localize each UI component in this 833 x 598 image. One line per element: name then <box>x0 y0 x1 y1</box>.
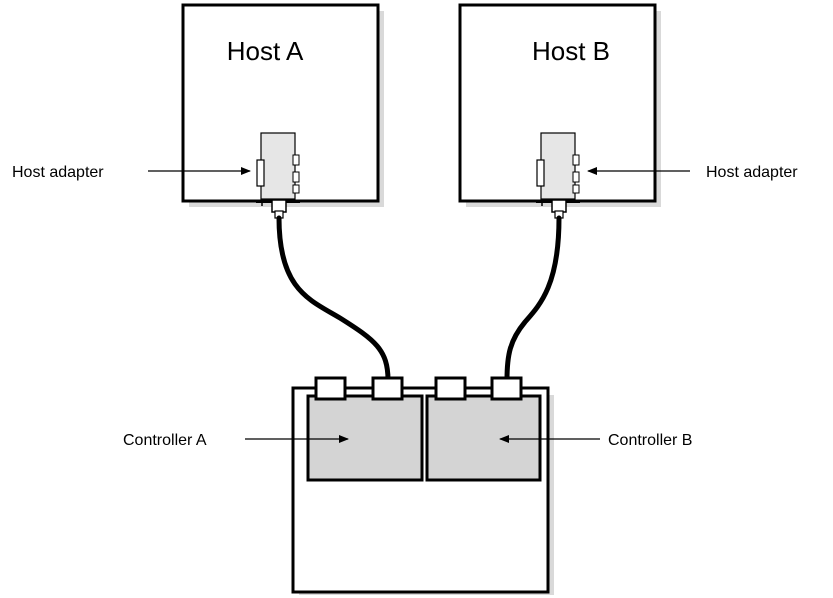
controller-ports <box>314 376 523 401</box>
host-b-adapter-label: Host adapter <box>706 164 798 181</box>
controller-a-label: Controller A <box>123 432 207 449</box>
controller-b <box>425 394 542 482</box>
host-a-box: Host A <box>181 3 384 207</box>
host-a-connector <box>256 199 300 219</box>
host-a-adapter-card <box>256 132 300 200</box>
host-b-title: Host B <box>532 36 610 66</box>
port-2 <box>371 376 404 401</box>
port-1 <box>314 376 347 401</box>
cable-host-a <box>276 215 391 383</box>
port-4 <box>490 376 523 401</box>
controller-b-label: Controller B <box>608 432 692 449</box>
controller-a <box>306 394 424 482</box>
host-a-title: Host A <box>227 36 304 66</box>
host-b-connector <box>536 199 580 219</box>
port-3 <box>434 376 467 401</box>
host-a-adapter-label: Host adapter <box>12 164 104 181</box>
host-b-adapter-card <box>536 132 580 200</box>
cable-host-b <box>504 215 562 383</box>
